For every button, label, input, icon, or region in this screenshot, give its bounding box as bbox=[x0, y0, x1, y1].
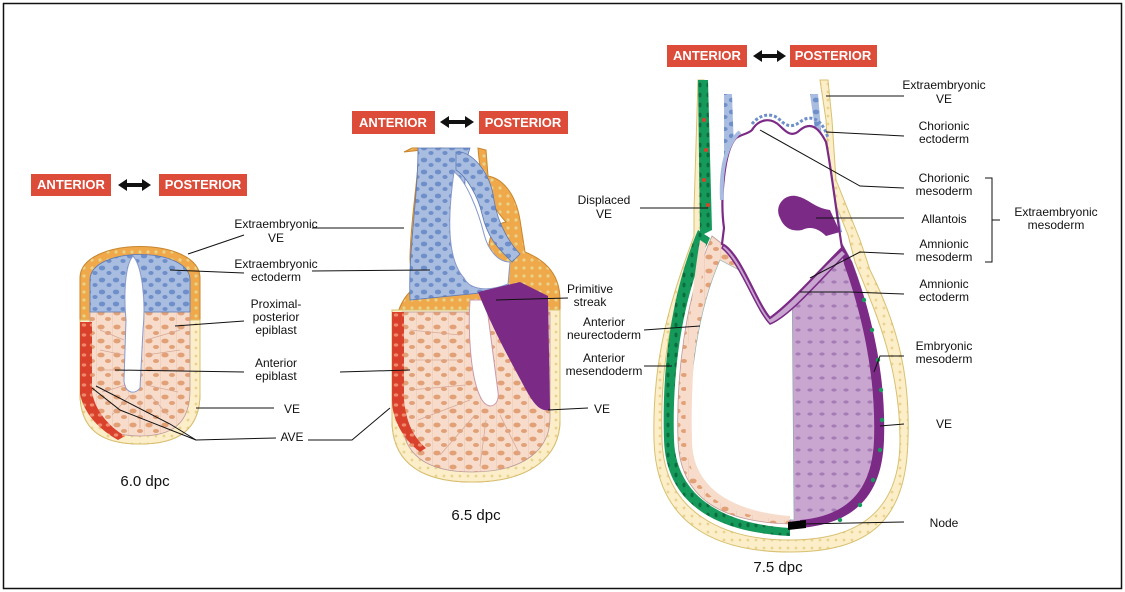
posterior-label: POSTERIOR bbox=[795, 48, 872, 63]
label-anterior-epiblast-2: epiblast bbox=[255, 369, 297, 383]
embryo-7-5-dpc bbox=[654, 80, 908, 552]
label-extraembryonic-ve-2: VE bbox=[268, 231, 284, 245]
label-extraembryonic-ve-2: VE bbox=[936, 92, 952, 106]
label-primitive-streak: Primitive bbox=[567, 282, 613, 296]
label-proximal-posterior-epiblast-3: epiblast bbox=[255, 323, 297, 337]
label-primitive-streak-2: streak bbox=[574, 295, 608, 309]
axis-indicator-7-5: ANTERIOR POSTERIOR bbox=[667, 45, 877, 67]
label-extraembryonic-mesoderm: Extraembryonic bbox=[1014, 205, 1097, 219]
label-chorionic-mesoderm: Chorionic bbox=[919, 171, 970, 185]
label-chorionic-mesoderm-2: mesoderm bbox=[916, 184, 973, 198]
anterior-label: ANTERIOR bbox=[673, 48, 742, 63]
posterior-label: POSTERIOR bbox=[485, 115, 562, 130]
embryo-6-0-dpc bbox=[80, 247, 200, 445]
label-extraembryonic-ve: Extraembryonic bbox=[902, 78, 985, 92]
axis-indicator-6-5: ANTERIOR POSTERIOR bbox=[352, 111, 568, 134]
label-ve: VE bbox=[594, 402, 610, 416]
label-extraembryonic-mesoderm-2: mesoderm bbox=[1028, 218, 1085, 232]
anterior-label: ANTERIOR bbox=[359, 115, 428, 130]
label-ave: AVE bbox=[280, 430, 303, 444]
embryo-6-5-dpc bbox=[392, 148, 560, 482]
label-anterior-neurectoderm: Anterior bbox=[583, 315, 625, 329]
anterior-label: ANTERIOR bbox=[37, 177, 106, 192]
double-arrow-icon bbox=[118, 179, 151, 191]
label-extraembryonic-ectoderm-2: ectoderm bbox=[251, 270, 301, 284]
label-ve: VE bbox=[284, 402, 300, 416]
stage-label-6-5: 6.5 dpc bbox=[451, 507, 501, 524]
label-amnionic-ectoderm: Amnionic bbox=[919, 277, 968, 291]
stage-label-6-0: 6.0 dpc bbox=[120, 473, 170, 490]
label-proximal-posterior-epiblast: Proximal- bbox=[251, 297, 302, 311]
label-anterior-mesendoderm: Anterior bbox=[583, 351, 625, 365]
label-displaced-ve: Displaced bbox=[578, 193, 631, 207]
label-amnionic-mesoderm-2: mesoderm bbox=[916, 250, 973, 264]
posterior-label: POSTERIOR bbox=[165, 177, 242, 192]
double-arrow-icon bbox=[753, 50, 786, 62]
label-embryonic-mesoderm-2: mesoderm bbox=[916, 352, 973, 366]
label-allantois: Allantois bbox=[921, 212, 966, 226]
label-displaced-ve-2: VE bbox=[596, 207, 612, 221]
bracket bbox=[985, 178, 1000, 262]
double-arrow-icon bbox=[440, 116, 474, 128]
label-extraembryonic-ve: Extraembryonic bbox=[234, 217, 317, 231]
label-anterior-mesendoderm-2: mesendoderm bbox=[566, 364, 643, 378]
label-extraembryonic-ectoderm: Extraembryonic bbox=[234, 257, 317, 271]
axis-indicator-6-0: ANTERIOR POSTERIOR bbox=[31, 174, 247, 196]
label-node: Node bbox=[930, 516, 959, 530]
label-amnionic-ectoderm-2: ectoderm bbox=[919, 290, 969, 304]
label-amnionic-mesoderm: Amnionic bbox=[919, 237, 968, 251]
labels-6-0: Extraembryonic VE Extraembryonic ectoder… bbox=[234, 217, 317, 444]
labels-6-5: Primitive streak VE bbox=[567, 282, 613, 416]
label-embryonic-mesoderm: Embryonic bbox=[916, 339, 973, 353]
label-anterior-epiblast: Anterior bbox=[255, 356, 297, 370]
label-proximal-posterior-epiblast-2: posterior bbox=[253, 310, 300, 324]
label-ve: VE bbox=[936, 417, 952, 431]
label-chorionic-ectoderm-2: ectoderm bbox=[919, 132, 969, 146]
stage-label-7-5: 7.5 dpc bbox=[753, 559, 803, 576]
label-anterior-neurectoderm-2: neurectoderm bbox=[567, 328, 641, 342]
label-chorionic-ectoderm: Chorionic bbox=[919, 119, 970, 133]
